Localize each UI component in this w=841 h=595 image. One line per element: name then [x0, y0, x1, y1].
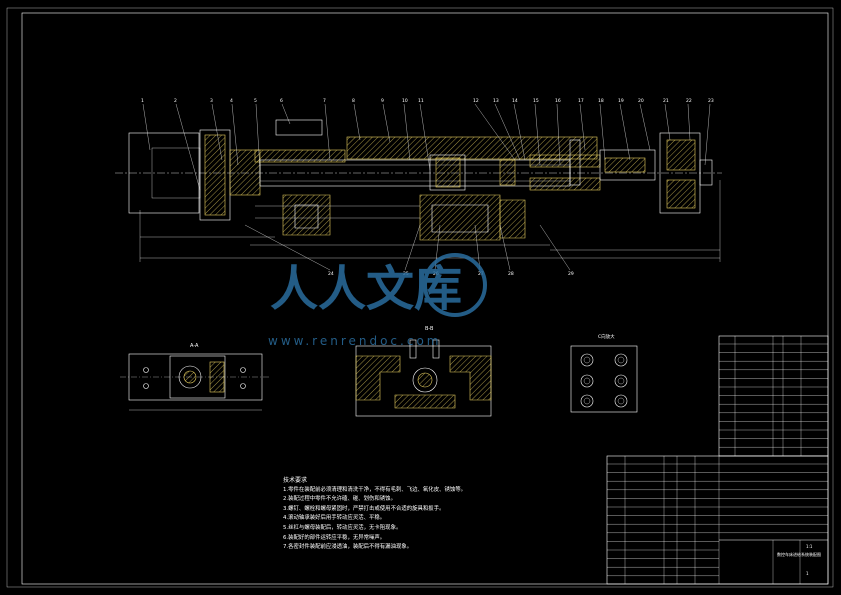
callout-20: 20	[638, 98, 644, 104]
callout-7: 7	[323, 98, 326, 104]
parts-list-rows-upper	[719, 343, 828, 456]
callout-13: 13	[493, 98, 499, 104]
technical-notes: 技术要求 1.零件在装配前必须清理和清洗干净，不得有毛刺、飞边、氧化皮、锈蚀等。…	[283, 476, 553, 553]
callout-24: 24	[328, 271, 334, 277]
callout-11: 11	[418, 98, 424, 104]
callout-28: 28	[508, 271, 514, 277]
title-block-scale: 1:1	[806, 544, 813, 549]
callout-4: 4	[230, 98, 233, 104]
callout-22: 22	[686, 98, 692, 104]
notes-title: 技术要求	[283, 477, 308, 484]
section-a-label: A-A	[190, 343, 199, 349]
note-line: 6.装配好的部件运转应平稳，无异常噪声。	[283, 534, 386, 541]
callout-9: 9	[381, 98, 384, 104]
callout-1: 1	[141, 98, 144, 104]
note-line: 7.各密封件装配前应浸透油，装配后不得有漏油现象。	[283, 544, 413, 551]
title-block-name: 数控车床进给系统装配图	[777, 551, 821, 557]
callout-26: 26	[433, 271, 439, 277]
notes-lines: 1.零件在装配前必须清理和清洗干净，不得有毛刺、飞边、氧化皮、锈蚀等。 2.装配过…	[283, 486, 553, 553]
callout-6: 6	[280, 98, 283, 104]
detail-c-view: C向放大	[570, 333, 638, 413]
section-a-view: A-A	[120, 343, 270, 411]
callout-5: 5	[254, 98, 257, 104]
callout-15: 15	[533, 98, 539, 104]
detail-c-label: C向放大	[598, 333, 615, 340]
parts-list-lower	[606, 455, 829, 585]
section-b-view: B-B	[355, 326, 492, 417]
inner-border	[21, 12, 829, 585]
note-line: 3.螺钉、螺栓和螺母紧固时，严禁打击或使用不合适的旋具和扳手。	[283, 505, 445, 512]
callout-2: 2	[174, 98, 177, 104]
title-block: 数控车床进给系统装配图 1:1 1	[719, 539, 828, 584]
callout-10: 10	[402, 98, 408, 104]
callout-14: 14	[512, 98, 518, 104]
callout-16: 16	[555, 98, 561, 104]
parts-list-rows-lower	[607, 463, 828, 576]
outer-border	[6, 7, 834, 588]
callout-3: 3	[210, 98, 213, 104]
title-block-sheet: 1	[806, 571, 809, 576]
callout-19: 19	[618, 98, 624, 104]
watermark-url: www.renrendoc.com	[268, 334, 441, 348]
note-line: 5.丝杠与螺母装配后，转动应灵活，无卡阻现象。	[283, 524, 402, 531]
note-line: 1.零件在装配前必须清理和清洗干净，不得有毛刺、飞边、氧化皮、锈蚀等。	[283, 486, 467, 493]
callout-17: 17	[578, 98, 584, 104]
callout-12: 12	[473, 98, 479, 104]
callout-8: 8	[352, 98, 355, 104]
note-line: 4.滚动轴承装好后用手转动应灵活、平稳。	[283, 515, 386, 522]
watermark: 人人文库 www.renrendoc.com	[268, 253, 487, 348]
note-line: 2.装配过程中零件不允许磕、碰、划伤和锈蚀。	[283, 496, 396, 503]
watermark-text: 人人文库	[270, 261, 462, 317]
callout-23: 23	[708, 98, 714, 104]
callout-18: 18	[598, 98, 604, 104]
callout-29: 29	[568, 271, 574, 277]
callout-25: 25	[403, 271, 409, 277]
section-b-label: B-B	[425, 326, 434, 332]
parts-list-table	[718, 335, 829, 457]
main-assembly-view	[115, 103, 722, 271]
callout-21: 21	[663, 98, 669, 104]
